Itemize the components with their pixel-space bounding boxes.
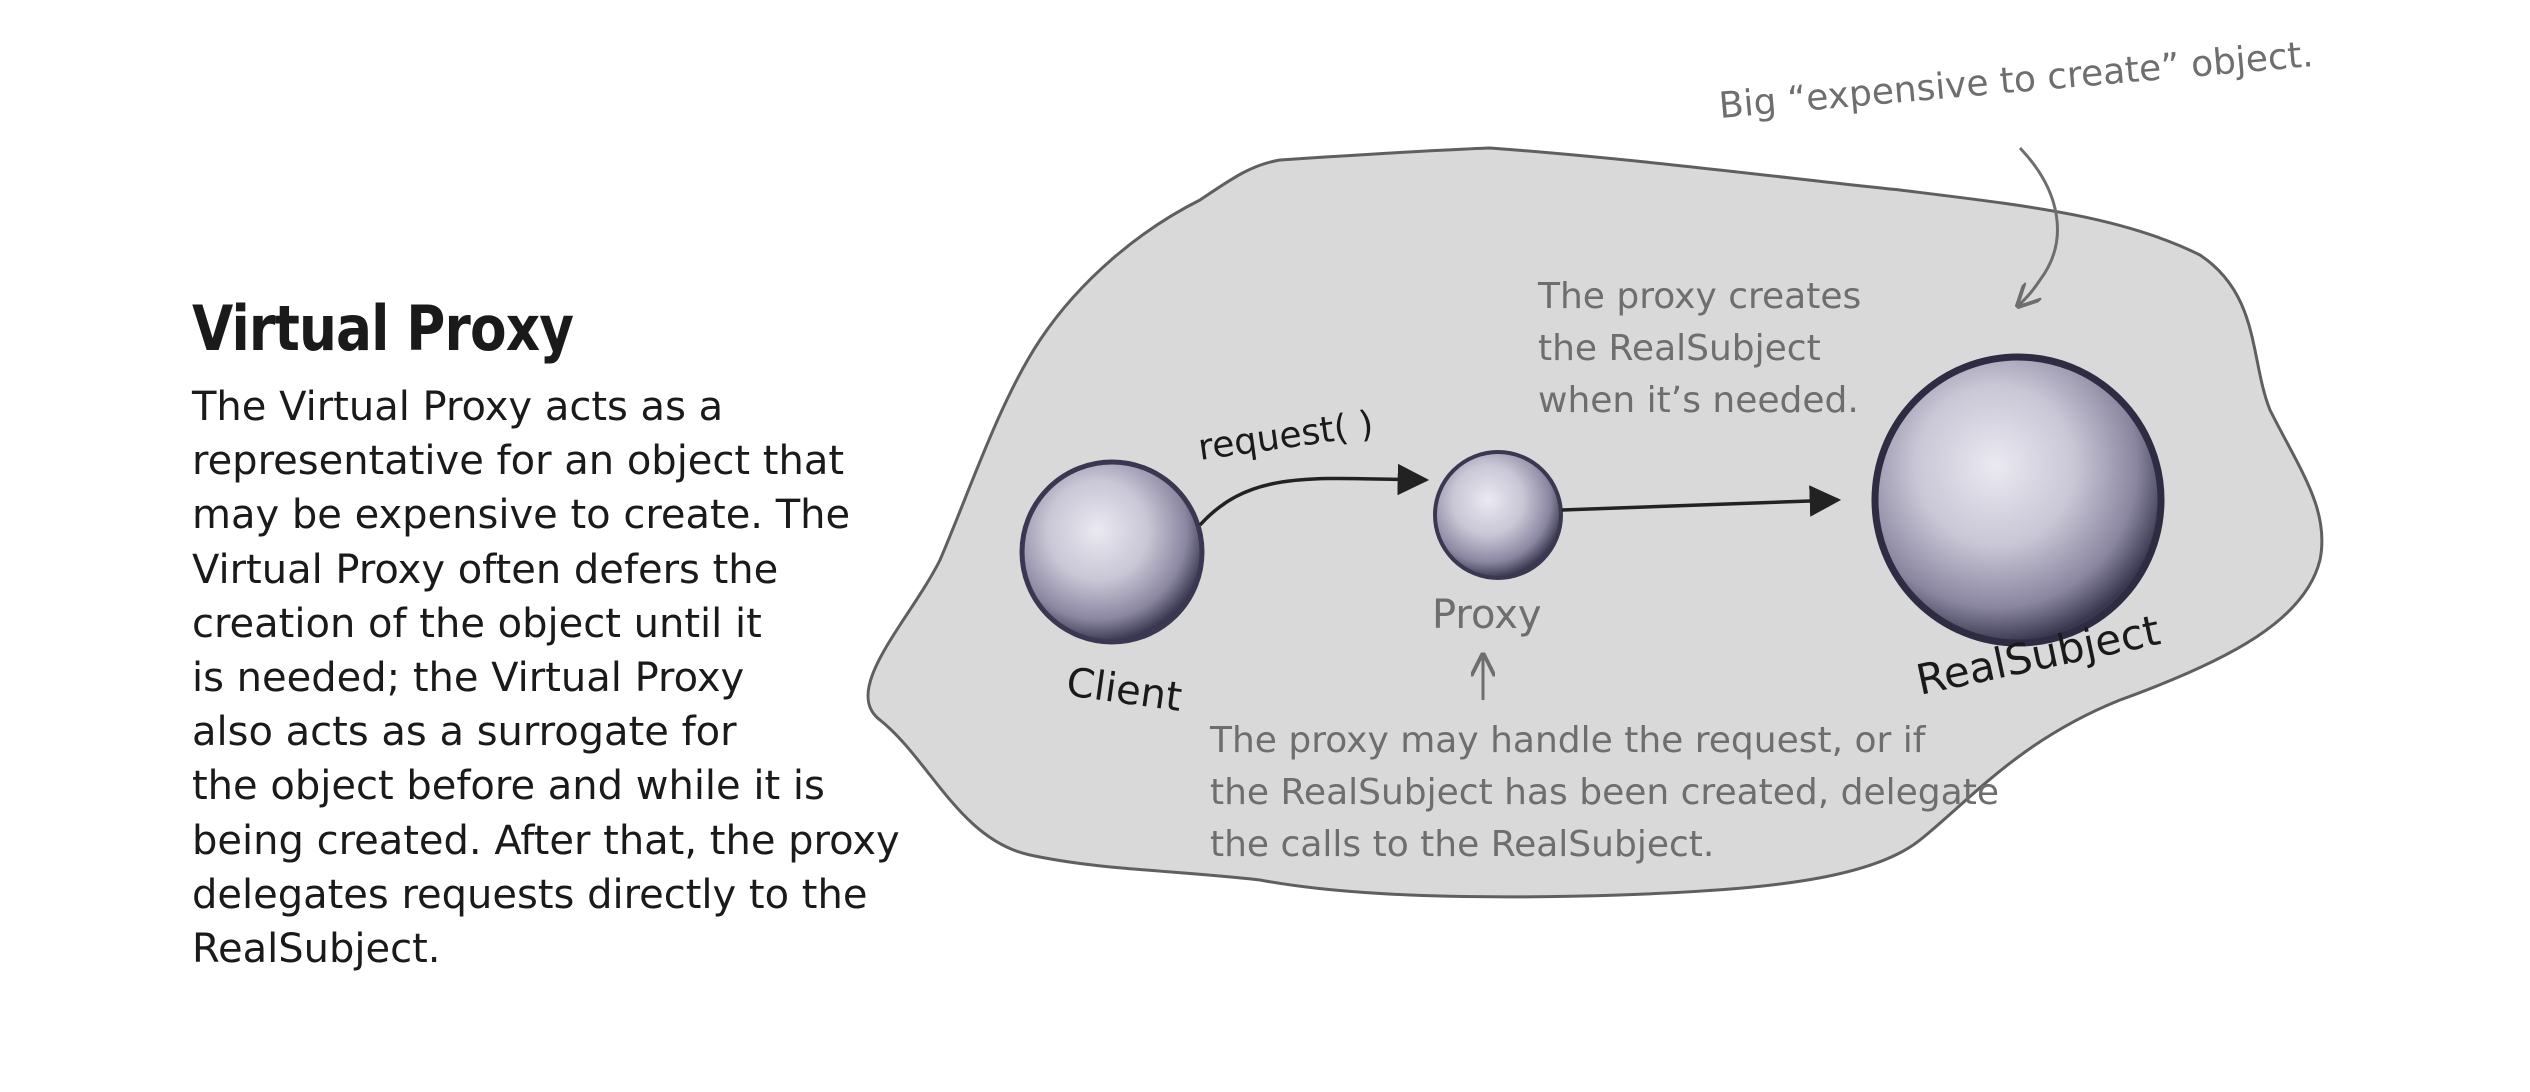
diagram-background-blob [866, 146, 2324, 899]
delegate-arrow [1561, 485, 1842, 517]
big-object-note: Big “expensive to create” object. [1717, 34, 2315, 127]
handles-note-line: The proxy may handle the request, or if [1209, 720, 1927, 761]
description-line: representative for an object that [192, 438, 845, 485]
handles-note-line: the RealSubject has been created, delega… [1210, 772, 1999, 813]
proxy-sphere [1433, 450, 1563, 580]
description-line: delegates requests directly to the [192, 871, 868, 918]
creates-note-line: The proxy creates [1537, 276, 1861, 317]
description-line: creation of the object until it [192, 600, 762, 647]
description-line: Virtual Proxy often defers the [192, 546, 779, 593]
description-line: the object before and while it is [192, 763, 825, 810]
description-paragraph: The Virtual Proxy acts as a representati… [192, 380, 900, 976]
creates-note-line: when it’s needed. [1538, 380, 1859, 421]
handles-note-line: the calls to the RealSubject. [1210, 824, 1714, 865]
description-line: is needed; the Virtual Proxy [192, 655, 745, 702]
section-heading: Virtual Proxy [192, 292, 574, 365]
client-sphere [1019, 459, 1205, 645]
description-line: RealSubject. [192, 926, 441, 973]
big-object-pointer-arrow [2018, 146, 2059, 306]
description-line: also acts as a surrogate for [192, 709, 737, 756]
request-arrow [1198, 463, 1430, 527]
creates-note-line: the RealSubject [1538, 328, 1821, 369]
proxy-label: Proxy [1432, 592, 1542, 638]
description-line: The Virtual Proxy acts as a [192, 384, 724, 430]
description-line: may be expensive to create. The [192, 492, 851, 539]
description-line: being created. After that, the proxy [192, 817, 900, 864]
realsubject-sphere [1871, 353, 2165, 647]
